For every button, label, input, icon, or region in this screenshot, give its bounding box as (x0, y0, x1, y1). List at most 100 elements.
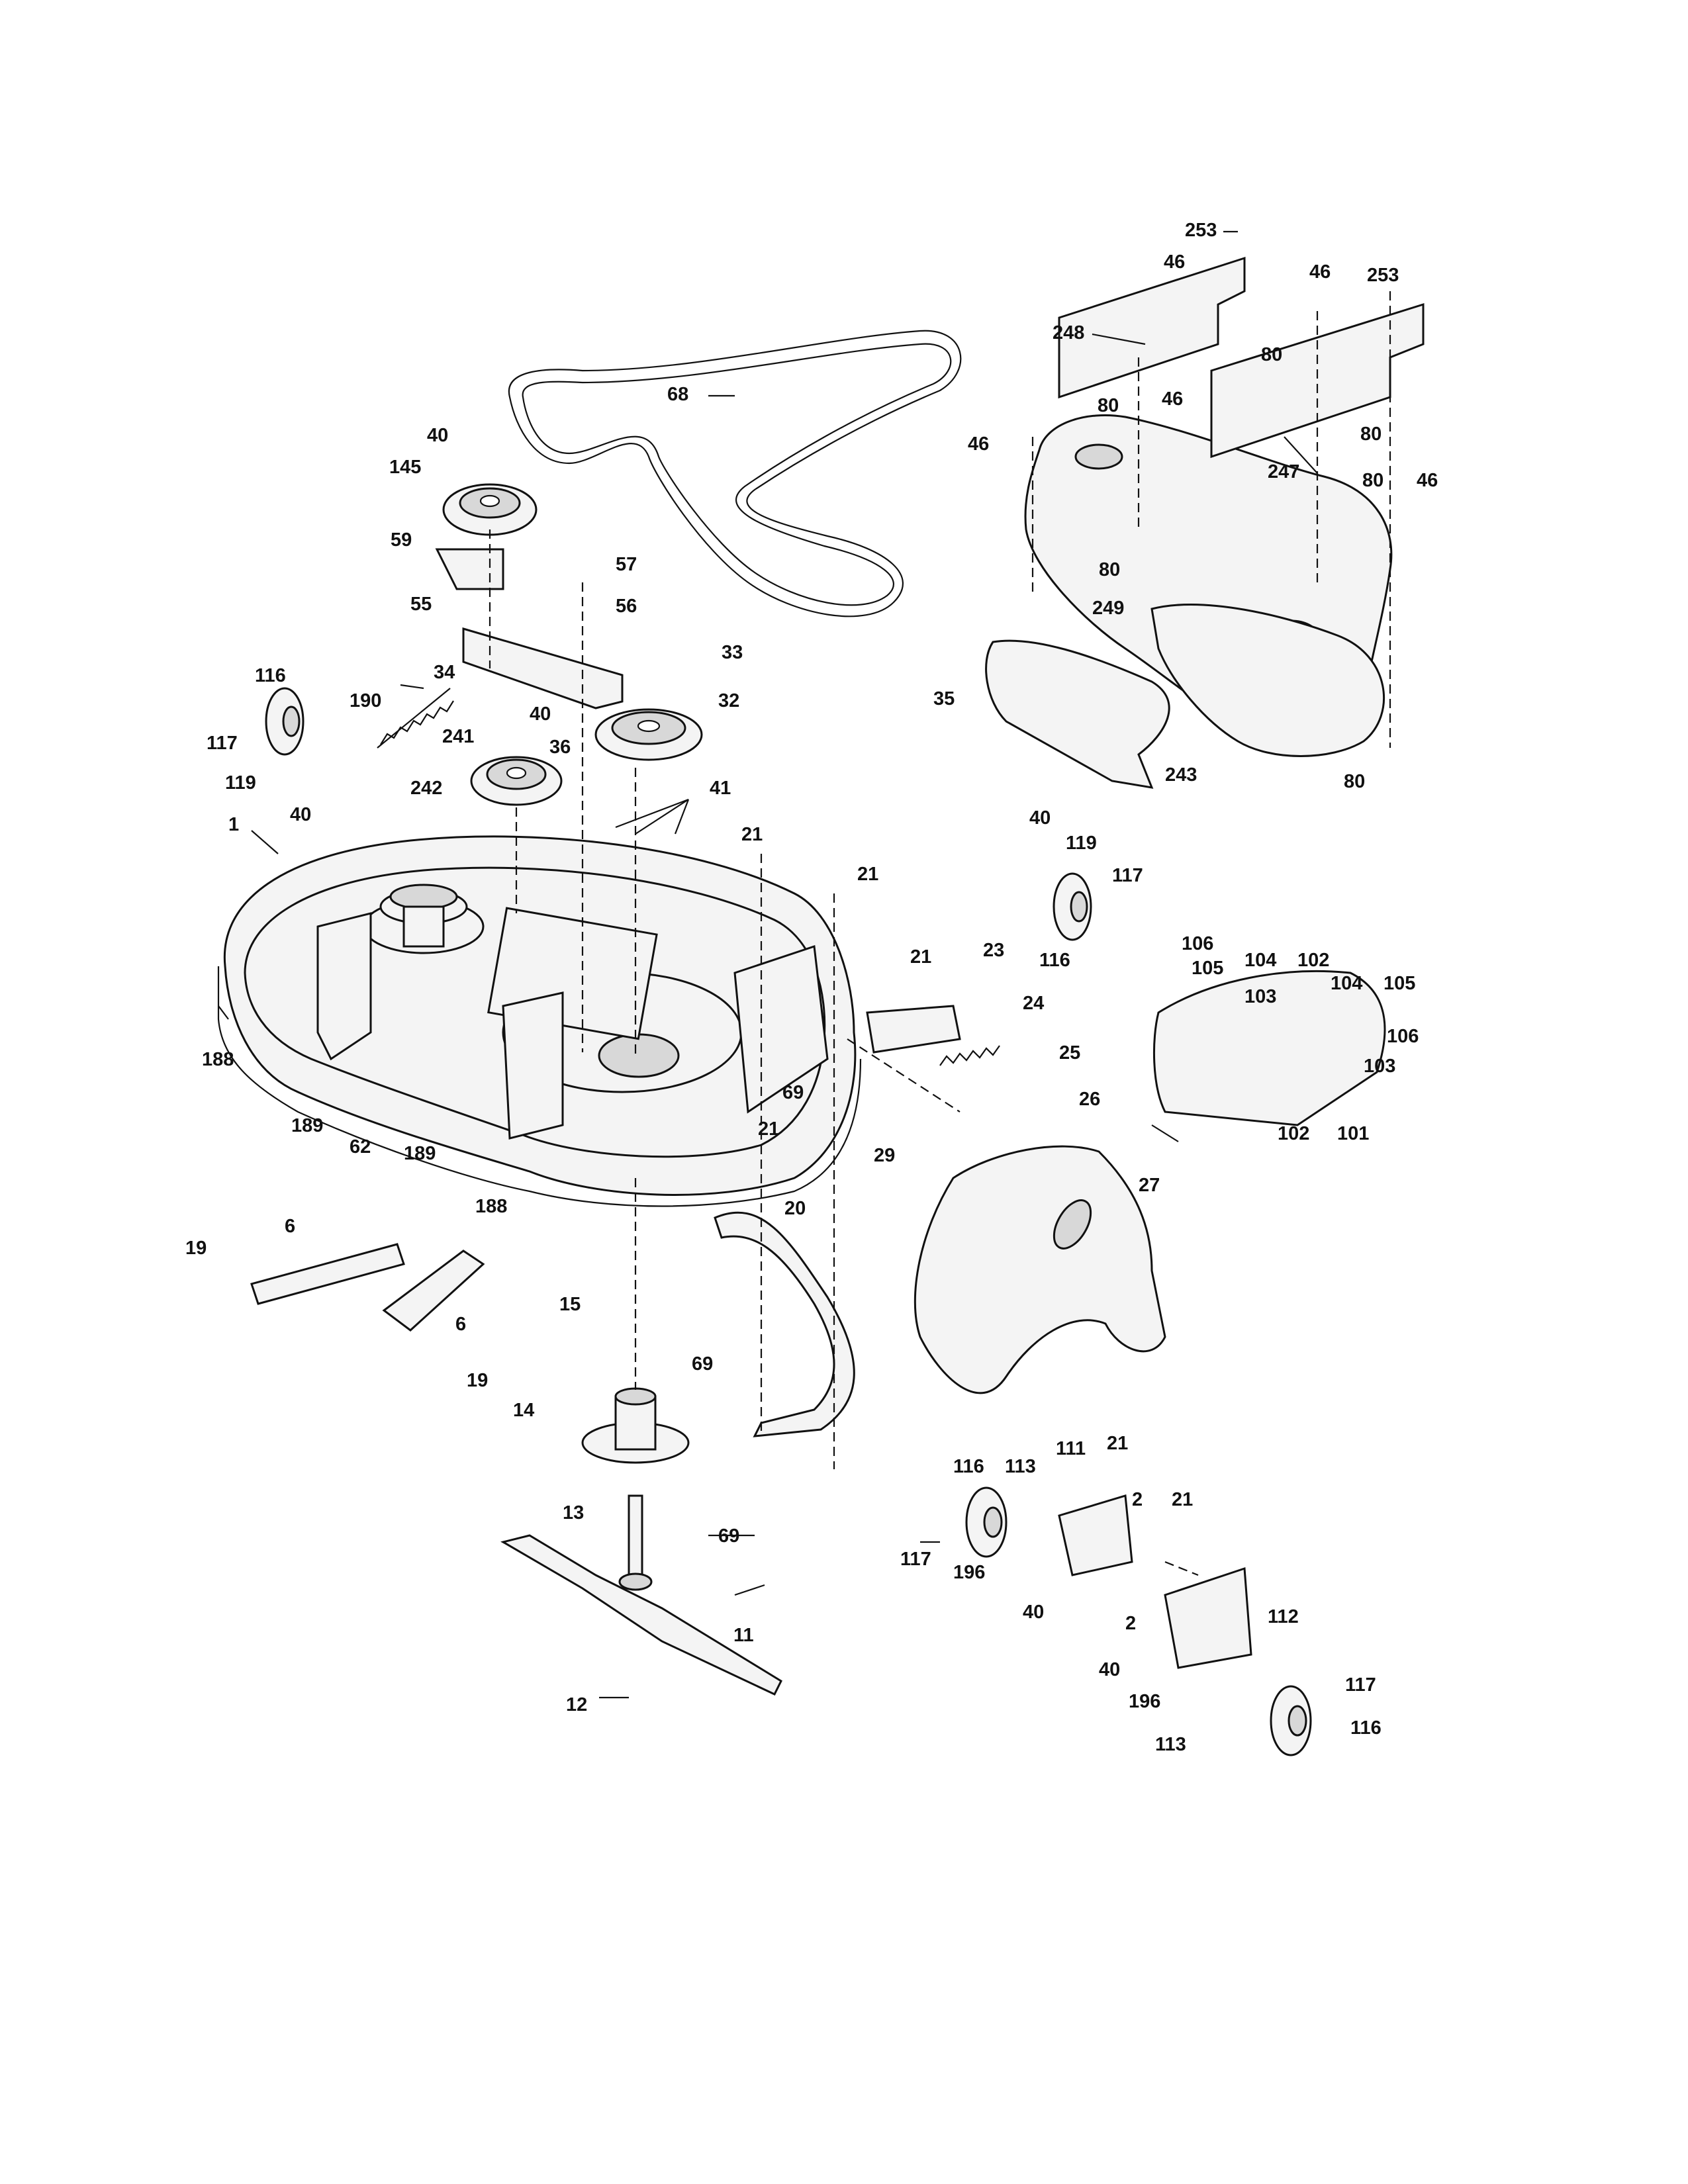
callout: 248 (1053, 322, 1084, 343)
callout: 21 (741, 824, 763, 845)
callout: 11 (733, 1625, 754, 1646)
callout: 116 (1039, 950, 1070, 971)
callout: 21 (857, 864, 878, 885)
callout: 36 (549, 737, 571, 758)
callout: 12 (566, 1694, 587, 1715)
assembly-guide-lines (489, 291, 1391, 1576)
callout: 188 (202, 1049, 234, 1070)
callout: 40 (1099, 1659, 1120, 1680)
callout: 40 (427, 425, 448, 446)
callout: 243 (1165, 764, 1197, 786)
callout: 25 (1059, 1042, 1080, 1064)
callout: 29 (874, 1145, 895, 1166)
callout: 62 (350, 1136, 371, 1158)
callout: 80 (1362, 470, 1383, 491)
callout: 26 (1079, 1089, 1100, 1110)
callout: 46 (1162, 388, 1183, 410)
callout: 40 (530, 704, 551, 725)
callout: 6 (455, 1314, 466, 1335)
callout: 20 (784, 1198, 806, 1219)
callout: 117 (900, 1549, 931, 1570)
callout: 15 (559, 1294, 581, 1315)
callout: 80 (1099, 559, 1120, 580)
callout: 23 (983, 940, 1004, 961)
callout: 253 (1367, 265, 1399, 286)
callout: 19 (185, 1238, 207, 1259)
callout: 40 (290, 804, 311, 825)
callout: 34 (434, 662, 455, 683)
spindle-housing (581, 1387, 690, 1464)
callout: 80 (1261, 344, 1282, 365)
callout: 105 (1383, 973, 1415, 994)
callout: 253 (1185, 220, 1217, 241)
callout: 19 (467, 1370, 488, 1391)
drive-belt (508, 330, 962, 617)
deck-spindle-pulley (379, 884, 468, 948)
callout: 21 (758, 1118, 779, 1140)
callout: 111 (1056, 1438, 1086, 1459)
callout: 35 (933, 688, 955, 709)
mower-blade (500, 1534, 782, 1696)
callout: 6 (285, 1216, 295, 1237)
callout: 103 (1244, 986, 1276, 1007)
callout: 106 (1182, 933, 1213, 954)
hanger-bracket-right (382, 1250, 485, 1332)
callout: 14 (513, 1400, 534, 1421)
callout: 112 (1268, 1606, 1299, 1627)
callout: 104 (1331, 973, 1362, 994)
gauge-wheel-lower (965, 1486, 1008, 1558)
callout: 119 (1066, 833, 1097, 854)
callout: 41 (710, 778, 731, 799)
callout: 24 (1023, 993, 1044, 1014)
callout-labels: 253 46 46 253 248 80 80 46 46 247 80 80 … (185, 220, 1438, 1755)
mower-deck-housing (217, 835, 862, 1207)
callout: 116 (255, 665, 286, 686)
callout: 57 (616, 554, 637, 575)
callout: 2 (1132, 1489, 1143, 1510)
wheel-bracket-112 (1164, 1567, 1252, 1669)
idler-pulley-145 (442, 483, 538, 536)
idler-pulley-36 (470, 756, 563, 806)
callout: 40 (1029, 807, 1051, 829)
callout: 69 (692, 1353, 713, 1375)
callout: 46 (1164, 251, 1185, 273)
callout: 188 (475, 1196, 507, 1217)
hanger-bracket-left (250, 1243, 405, 1305)
callout: 189 (291, 1115, 323, 1136)
callout: 117 (207, 733, 238, 754)
gauge-wheel-upper-left (265, 687, 305, 756)
mulching-deflector (1152, 970, 1386, 1126)
callout: 21 (1172, 1489, 1193, 1510)
callout: 190 (350, 690, 381, 711)
callout: 241 (442, 726, 474, 747)
callout: 113 (1005, 1456, 1036, 1477)
gauge-wheel-right (1053, 872, 1092, 941)
deflector-rod (714, 1211, 855, 1437)
callout: 80 (1344, 771, 1365, 792)
callout: 56 (616, 596, 637, 617)
gauge-wheel-bottom-right (1270, 1685, 1312, 1756)
chute-spring (939, 1045, 1000, 1066)
discharge-chute (914, 1145, 1166, 1394)
callout: 119 (225, 772, 256, 794)
callout: 196 (953, 1562, 985, 1583)
callout: 46 (1417, 470, 1438, 491)
callout: 102 (1297, 950, 1329, 971)
callout: 1 (228, 814, 239, 835)
callout: 2 (1125, 1613, 1136, 1634)
callout: 33 (722, 642, 743, 663)
callout: 101 (1337, 1123, 1369, 1144)
callout: 13 (563, 1502, 584, 1524)
upper-deck-shield (985, 256, 1425, 789)
callout: 59 (391, 529, 412, 551)
callout: 27 (1139, 1175, 1160, 1196)
callout: 40 (1023, 1602, 1044, 1623)
chute-hinge-bracket (866, 1005, 961, 1054)
callout: 242 (410, 778, 442, 799)
callout: 106 (1387, 1026, 1419, 1047)
callout: 116 (953, 1456, 984, 1477)
callout: 80 (1360, 424, 1382, 445)
spindle-shaft (618, 1494, 653, 1591)
callout: 32 (718, 690, 739, 711)
